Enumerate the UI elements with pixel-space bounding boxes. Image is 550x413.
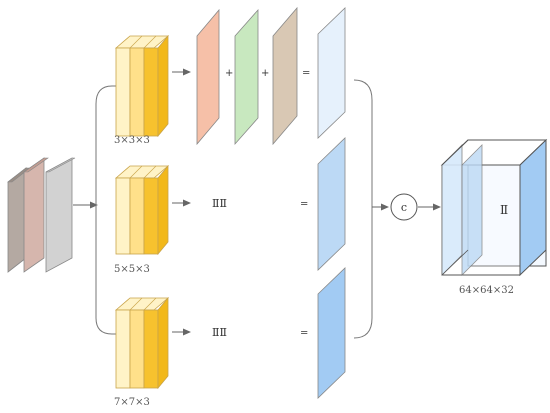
feature-map-salmon: [196, 8, 220, 146]
input-feature-stack: [7, 157, 76, 273]
kernel-label-mid: 5×5×3: [114, 264, 150, 275]
plus-sign-1: +: [225, 68, 233, 79]
input-slice-3: [45, 157, 73, 273]
equals-sign-bot: =: [300, 328, 308, 339]
pause-marks-bot: ⅡⅡ: [212, 326, 227, 339]
concat-symbol: c: [401, 201, 407, 214]
merge-brace: [353, 79, 373, 339]
output-cube: [440, 138, 548, 277]
kernel-block-7x7: [114, 296, 170, 390]
output-map-bot: [317, 267, 346, 399]
equals-sign-top: =: [302, 68, 310, 79]
kernel-block-5x5: [114, 164, 170, 256]
kernel-label-top: 3×3×3: [114, 135, 150, 146]
kernel-label-bot: 7×7×3: [114, 397, 150, 408]
input-slice-1: [7, 167, 27, 273]
concat-node: [390, 193, 418, 221]
output-size-label: 64×64×32: [459, 285, 514, 296]
plus-sign-2: +: [261, 68, 269, 79]
input-slice-2: [23, 157, 45, 273]
pause-marks-mid: ⅡⅡ: [212, 197, 227, 210]
cube-mark: Ⅱ: [500, 203, 508, 217]
kernel-block-3x3: [114, 34, 170, 138]
split-brace: [95, 85, 113, 335]
feature-map-green: [234, 8, 259, 146]
feature-map-tan: [272, 6, 298, 146]
equals-sign-mid: =: [300, 199, 308, 210]
output-map-top: [317, 7, 346, 139]
output-map-mid: [317, 137, 346, 271]
